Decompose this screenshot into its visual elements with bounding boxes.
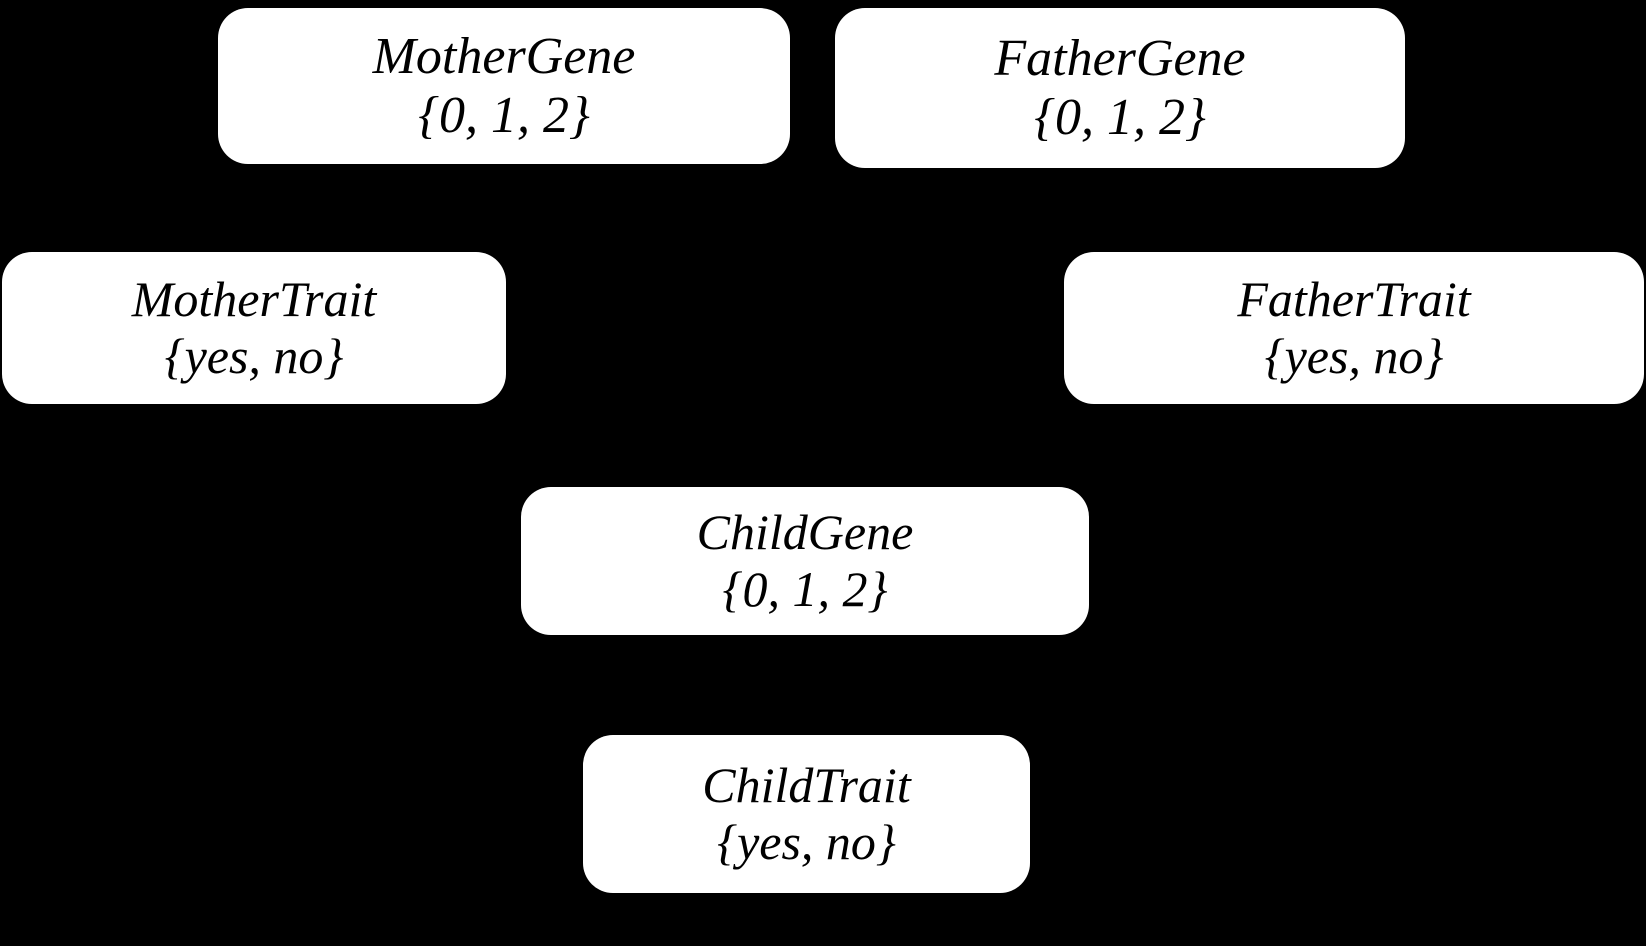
- node-father-trait-title: FatherTrait: [1237, 271, 1471, 327]
- node-father-gene[interactable]: FatherGene {0, 1, 2}: [835, 8, 1405, 168]
- node-child-trait-domain: {yes, no}: [717, 814, 896, 870]
- node-mother-gene-domain: {0, 1, 2}: [418, 87, 590, 144]
- node-mother-trait-title: MotherTrait: [131, 271, 377, 327]
- node-mother-gene[interactable]: MotherGene {0, 1, 2}: [218, 8, 790, 164]
- node-mother-trait-domain: {yes, no}: [164, 328, 344, 384]
- node-child-trait[interactable]: ChildTrait {yes, no}: [583, 735, 1030, 893]
- node-mother-gene-title: MotherGene: [372, 27, 636, 85]
- node-child-gene-domain: {0, 1, 2}: [722, 561, 888, 617]
- node-child-trait-title: ChildTrait: [702, 757, 911, 813]
- node-child-gene[interactable]: ChildGene {0, 1, 2}: [521, 487, 1089, 635]
- node-father-gene-domain: {0, 1, 2}: [1034, 89, 1206, 146]
- node-father-gene-title: FatherGene: [994, 29, 1246, 87]
- node-father-trait-domain: {yes, no}: [1264, 328, 1444, 384]
- node-mother-trait[interactable]: MotherTrait {yes, no}: [2, 252, 506, 404]
- node-child-gene-title: ChildGene: [696, 504, 914, 560]
- node-father-trait[interactable]: FatherTrait {yes, no}: [1064, 252, 1644, 404]
